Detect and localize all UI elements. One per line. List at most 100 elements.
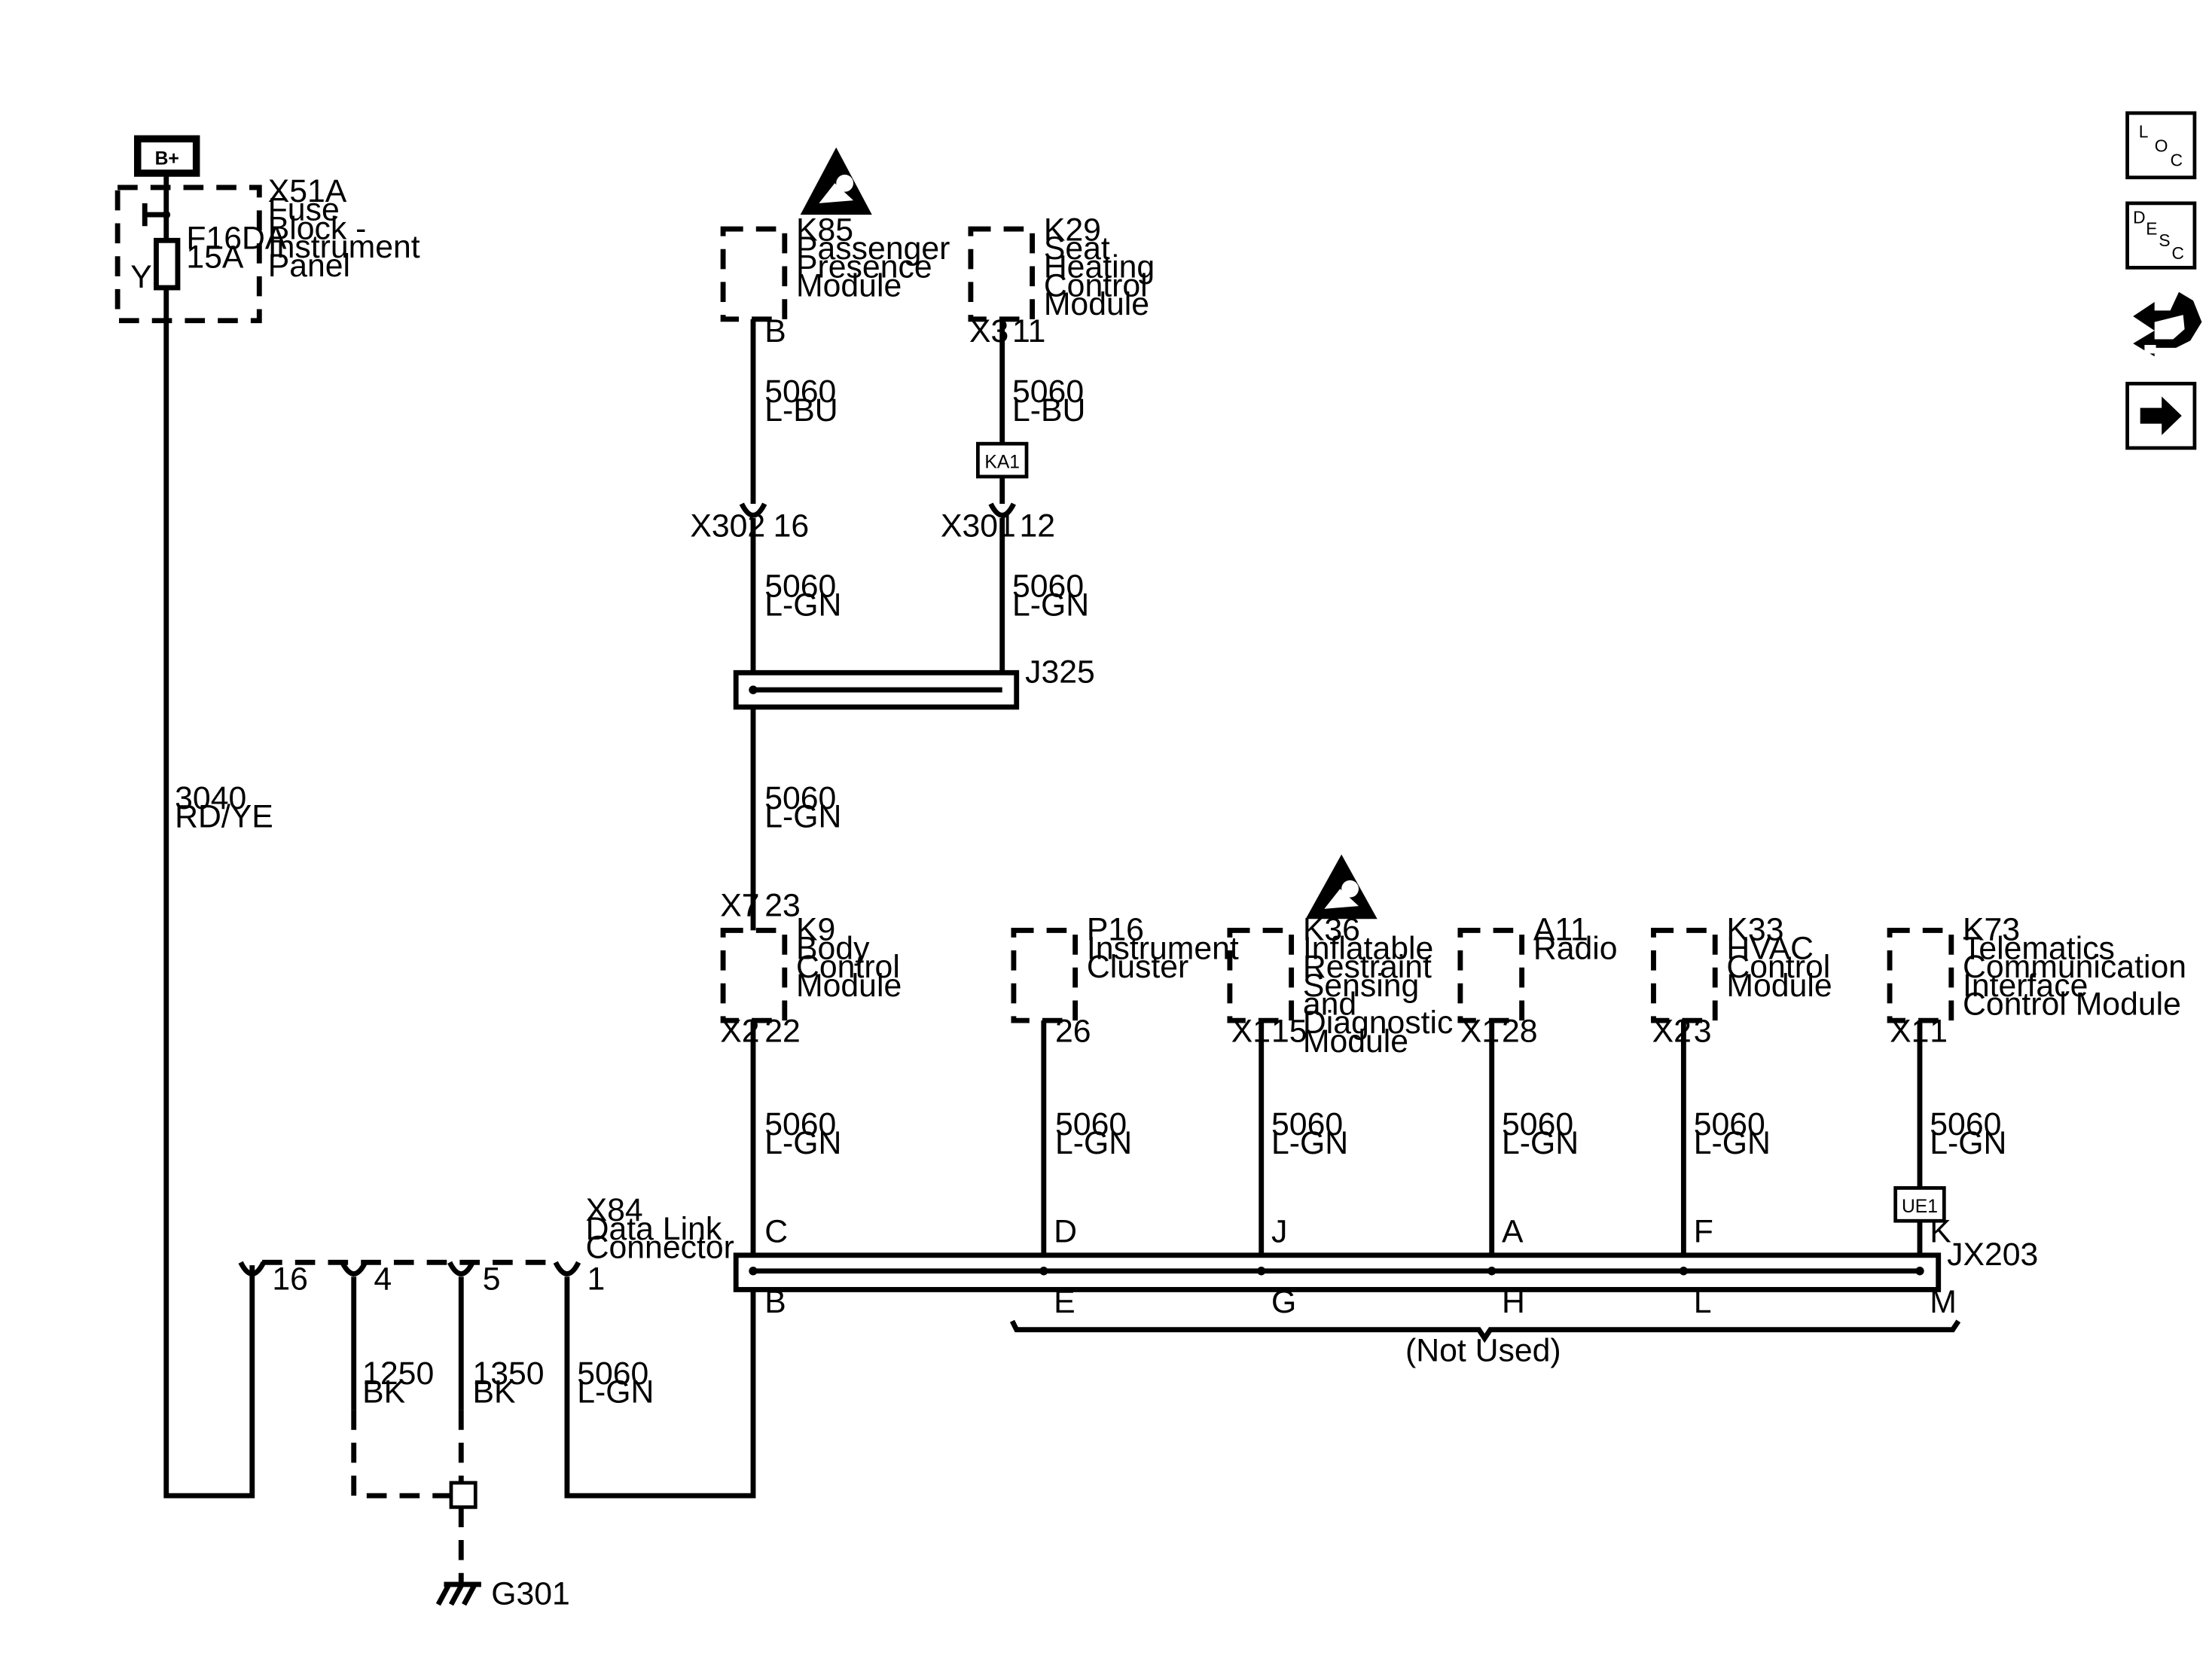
svg-text:15: 15 (1271, 1014, 1307, 1050)
svg-text:L-GN: L-GN (764, 587, 841, 623)
svg-text:K36: K36 (1303, 912, 1360, 948)
splice-ka1: KA1 (976, 441, 1029, 479)
svg-text:O: O (2155, 136, 2168, 155)
svg-text:1350: 1350 (472, 1356, 544, 1392)
connector-x302: X302 16 (690, 502, 810, 544)
svg-text:L-GN: L-GN (1502, 1125, 1579, 1161)
svg-text:G: G (1271, 1284, 1296, 1320)
svg-text:X1: X1 (1231, 1014, 1271, 1050)
svg-text:Inflatable Restraint: Inflatable Restraint Sensing and Diagnos… (1303, 930, 1463, 1060)
wire-1250: 1250 BK (351, 1276, 434, 1410)
connector-x301: X301 12 (941, 502, 1056, 544)
svg-text:UE1: UE1 (1902, 1197, 1938, 1217)
next-arrow-icon[interactable] (2125, 381, 2197, 450)
wire-k85-5060: 5060 L-BU (750, 319, 838, 505)
svg-text:(Not Used): (Not Used) (1405, 1332, 1561, 1368)
svg-text:1: 1 (1930, 1014, 1948, 1050)
svg-text:BK: BK (472, 1374, 516, 1410)
desc-button[interactable]: D E S C (2125, 201, 2197, 270)
fuse-terminal: Y (130, 259, 152, 295)
svg-text:X84: X84 (586, 1192, 643, 1228)
svg-text:5: 5 (483, 1261, 501, 1297)
svg-text:RD/YE: RD/YE (175, 799, 273, 835)
not-used-bracket: (Not Used) (1009, 1319, 1961, 1368)
svg-text:26: 26 (1055, 1014, 1091, 1050)
svg-text:L-BU: L-BU (1012, 392, 1085, 428)
ground-path (351, 1410, 477, 1584)
svg-text:L-GN: L-GN (1271, 1125, 1348, 1161)
svg-text:J: J (1271, 1214, 1287, 1250)
svg-text:5060: 5060 (1012, 569, 1084, 605)
diagnostic-icon[interactable] (2133, 291, 2202, 357)
connector-x84: X84 Data Link Connector 16 4 5 1 (238, 1192, 734, 1297)
svg-text:X7: X7 (720, 887, 759, 923)
module-k73: K73 Telematics Communication Interface C… (1887, 912, 2186, 1050)
loc-button[interactable]: L O C (2125, 111, 2197, 180)
svg-text:A11: A11 (1533, 912, 1588, 948)
svg-text:16: 16 (272, 1261, 308, 1297)
svg-text:K: K (1930, 1214, 1951, 1250)
svg-text:K29: K29 (1044, 212, 1101, 248)
svg-text:E: E (1054, 1284, 1075, 1320)
wire-x302-5060: 5060 L-GN (750, 518, 841, 691)
svg-text:G301: G301 (491, 1576, 570, 1612)
module-p16: P16 Instrument Cluster 26 (1011, 912, 1248, 1050)
svg-text:L-BU: L-BU (764, 392, 838, 428)
svg-text:5060: 5060 (1502, 1106, 1573, 1142)
svg-text:Seat Heating Contr: Seat Heating Control Module (1044, 230, 1164, 322)
svg-text:Passenger Presence: Passenger Presence Module (796, 230, 959, 303)
svg-text:1: 1 (587, 1261, 606, 1297)
module-k36: K36 Inflatable Restraint Sensing and Dia… (1227, 912, 1463, 1060)
svg-text:1250: 1250 (362, 1356, 434, 1392)
svg-text:Body Control Modul: Body Control Module (796, 930, 909, 1003)
svg-text:K9: K9 (796, 912, 835, 948)
svg-text:B: B (764, 1284, 786, 1320)
fuse-rating: 15A (186, 239, 244, 275)
svg-text:5060: 5060 (764, 1106, 836, 1142)
svg-text:X1: X1 (1890, 1014, 1929, 1050)
svg-text:D: D (2133, 207, 2145, 227)
airbag-warning-icon (800, 147, 872, 215)
wire-k73-5060: 5060 L-GN (1917, 1020, 2006, 1271)
fuse-block-x51a: X51A Fuse Block - Instrument Panel F16DA… (114, 172, 429, 324)
airbag-warning-icon (1305, 854, 1378, 919)
module-k85: K85 Passenger Presence Module B (720, 212, 959, 349)
svg-text:JX203: JX203 (1947, 1237, 2038, 1273)
svg-text:5060: 5060 (1055, 1106, 1127, 1142)
wire-k9-5060: 5060 L-GN (750, 1020, 841, 1271)
svg-text:Instrument Cluster: Instrument Cluster (1087, 930, 1248, 985)
fuse-block-ref: X51A (268, 173, 347, 209)
battery-positive-label: B+ (155, 149, 179, 169)
svg-text:L-GN: L-GN (1694, 1125, 1771, 1161)
fuse-block-name: Fuse Block - Instrument Panel (268, 192, 429, 284)
svg-text:C: C (2171, 150, 2183, 169)
svg-text:12: 12 (1020, 508, 1056, 544)
wire-dlc-5060: 5060 L-GN (564, 1276, 756, 1499)
svg-text:16: 16 (773, 508, 810, 544)
svg-text:L-GN: L-GN (1930, 1125, 2006, 1161)
wire-3040: 3040 RD/YE (163, 320, 273, 1499)
svg-text:C: C (764, 1214, 788, 1250)
svg-text:5060: 5060 (764, 374, 836, 410)
svg-text:D: D (1054, 1214, 1077, 1250)
svg-text:B: B (764, 313, 786, 349)
svg-text:E: E (2146, 219, 2157, 239)
svg-text:L: L (1694, 1284, 1712, 1320)
svg-text:M: M (1930, 1284, 1957, 1320)
svg-text:L-GN: L-GN (1012, 587, 1089, 623)
svg-text:J325: J325 (1025, 654, 1095, 691)
svg-text:4: 4 (374, 1261, 392, 1297)
svg-text:5060: 5060 (1271, 1106, 1343, 1142)
svg-text:5060: 5060 (577, 1356, 648, 1392)
svg-text:5060: 5060 (1012, 374, 1084, 410)
svg-text:A: A (1502, 1214, 1524, 1250)
svg-text:5060: 5060 (764, 780, 836, 816)
svg-text:K73: K73 (1963, 912, 2020, 948)
wire-x301-5060: 5060 L-GN (999, 518, 1089, 691)
wire-k36-5060: 5060 L-GN (1259, 1020, 1348, 1271)
svg-text:F: F (1694, 1214, 1713, 1250)
svg-text:P16: P16 (1087, 912, 1144, 948)
wire-1350: 1350 BK (458, 1276, 545, 1410)
fuse-f16da (154, 237, 181, 291)
